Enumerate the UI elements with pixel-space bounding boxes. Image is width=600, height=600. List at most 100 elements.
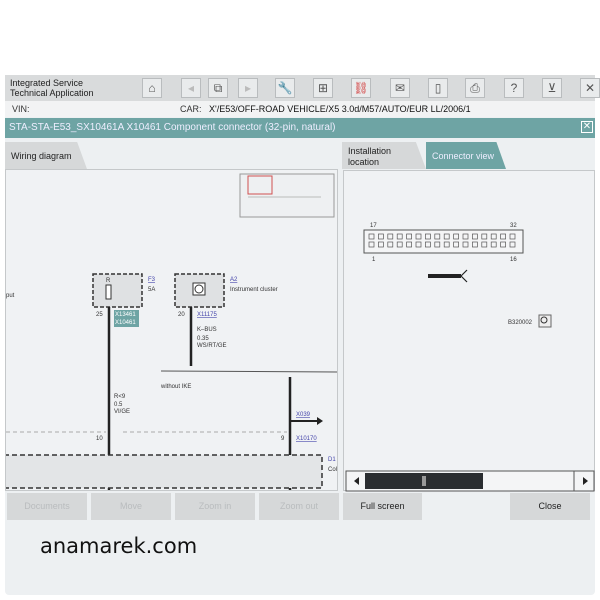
pin-20: 20: [178, 312, 185, 318]
left-cut-label: put: [6, 293, 15, 299]
bus-color: WS/RT/GE: [197, 343, 227, 349]
mail-icon[interactable]: ✉: [390, 78, 410, 98]
connector-b[interactable]: X10461: [115, 320, 136, 326]
connector-pin: [453, 233, 459, 240]
documents-button[interactable]: Documents: [7, 493, 87, 520]
full-screen-button[interactable]: Full screen: [343, 493, 422, 520]
tab-installation-location[interactable]: Installation location: [342, 142, 426, 169]
bus-size: 0.35: [197, 336, 209, 342]
help-icon[interactable]: ?: [504, 78, 524, 98]
compare-icon[interactable]: ⊞: [313, 78, 333, 98]
fuse-box[interactable]: [92, 273, 143, 308]
tab-wiring-diagram[interactable]: Wiring diagram: [5, 142, 87, 169]
close-icon[interactable]: ✕: [580, 78, 600, 98]
minimap-viewport[interactable]: [247, 175, 273, 195]
vin-label: VIN:: [12, 104, 30, 114]
battery-icon[interactable]: ▯: [428, 78, 448, 98]
wire1-size: 0.5: [114, 402, 123, 408]
connector-pin: [387, 233, 394, 240]
connector-pin: [434, 241, 441, 248]
connector-pin: [425, 233, 431, 240]
connector-pins: [368, 233, 516, 248]
pin-label-17: 17: [370, 223, 377, 229]
copy-icon[interactable]: ⧉: [208, 78, 228, 98]
connector-pin: [406, 233, 412, 240]
bus-line: [160, 370, 337, 373]
connector-pin: [509, 241, 516, 248]
scrollbar-grip: [422, 476, 426, 486]
connector-pin: [443, 233, 450, 240]
x10170-link[interactable]: X10170: [296, 436, 317, 442]
connector-pin: [500, 233, 506, 240]
connector-pin: [387, 241, 394, 248]
cluster-connector-link[interactable]: X11175: [197, 312, 217, 318]
print-icon[interactable]: ⎙: [465, 78, 485, 98]
wiring-diagram-panel[interactable]: R F3 5A 25 X13461 X10461 A2 Instrument c…: [5, 169, 338, 491]
cluster-gauge-icon: [194, 284, 204, 294]
arrow-head-icon: [317, 417, 323, 425]
cable-icon: [428, 274, 461, 278]
connector-pin: [425, 241, 431, 248]
image-id: B320002: [508, 320, 533, 326]
tab-connector-view[interactable]: Connector view: [426, 142, 506, 169]
connector-highlight: [114, 310, 139, 327]
fuse-icon: [105, 284, 112, 300]
window-close-icon[interactable]: ✕: [581, 121, 593, 133]
vin-row: VIN: CAR: X'/E53/OFF-ROAD VEHICLE/X5 3.0…: [5, 101, 595, 117]
connector-pin: [472, 233, 478, 240]
back-icon[interactable]: ◂: [181, 78, 201, 98]
connector-pin: [509, 233, 516, 240]
link-icon[interactable]: ⛓: [351, 78, 371, 98]
connector-pin: [462, 241, 469, 248]
connector-a[interactable]: X13461: [115, 312, 136, 318]
connector-pin: [378, 233, 384, 240]
cluster-id-link[interactable]: A2: [230, 277, 238, 283]
connector-body: [363, 229, 524, 254]
connector-pin: [396, 241, 403, 248]
connector-pin: [434, 233, 441, 240]
window-titlebar: STA-STA-E53_SX10461A X10461 Component co…: [5, 118, 595, 138]
fuse-id-link[interactable]: F3: [148, 277, 156, 283]
watermark: anamarek.com: [40, 534, 198, 558]
minimap[interactable]: [239, 173, 335, 218]
close-button[interactable]: Close: [510, 493, 590, 520]
component-box[interactable]: [6, 454, 323, 489]
zoom-in-button[interactable]: Zoom in: [175, 493, 255, 520]
connector-pin: [406, 241, 412, 248]
fuse-letter: R: [106, 278, 111, 284]
right-cut-label: Col: [328, 467, 337, 473]
x039-link[interactable]: X039: [296, 412, 311, 418]
cable-split-icon: [460, 269, 468, 283]
wire1-color: VI/GE: [114, 409, 130, 415]
home-icon[interactable]: ⌂: [142, 78, 162, 98]
pin-9: 9: [281, 436, 285, 442]
car-label: CAR:: [180, 104, 202, 114]
magnifier-icon: [540, 316, 548, 324]
move-button[interactable]: Move: [91, 493, 171, 520]
connector-pin: [415, 241, 422, 248]
right-id-link[interactable]: D1: [328, 457, 336, 463]
zoom-out-button[interactable]: Zoom out: [259, 493, 339, 520]
window-title: STA-STA-E53_SX10461A X10461 Component co…: [9, 122, 336, 133]
pin-10: 10: [96, 436, 103, 442]
scroll-left-icon[interactable]: [354, 477, 359, 485]
pin-label-1: 1: [372, 257, 376, 263]
connector-pin: [481, 233, 488, 240]
connector-pin: [415, 233, 422, 240]
wire1-name: R<9: [114, 394, 126, 400]
connector-pin: [462, 233, 469, 240]
connector-pin: [368, 233, 375, 240]
wiring-diagram: R F3 5A 25 X13461 X10461 A2 Instrument c…: [6, 173, 337, 490]
car-value: X'/E53/OFF-ROAD VEHICLE/X5 3.0d/M57/AUTO…: [209, 104, 471, 114]
wrench-icon[interactable]: 🔧: [275, 78, 295, 98]
download-icon[interactable]: ⊻: [542, 78, 562, 98]
forward-icon[interactable]: ▸: [238, 78, 258, 98]
connector-pin: [368, 241, 375, 248]
pin-label-32: 32: [510, 223, 517, 229]
scroll-right-icon[interactable]: [583, 477, 588, 485]
connector-pin: [472, 241, 478, 248]
connector-pin: [396, 233, 403, 240]
connector-diagram: 17 32 1 16 B320002: [345, 223, 595, 492]
